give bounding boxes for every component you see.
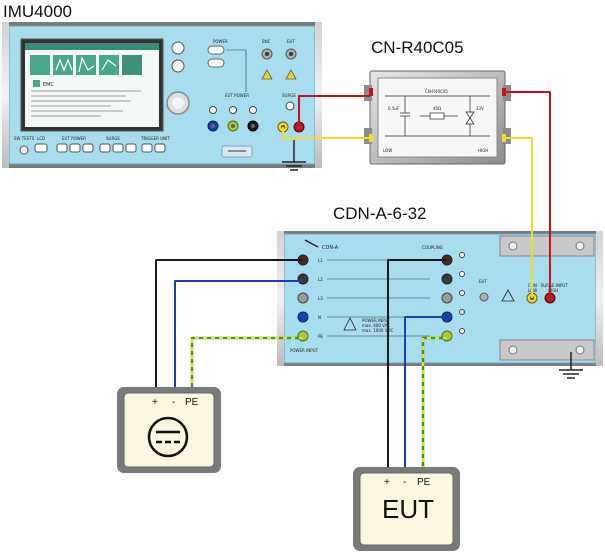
cdn-in-n <box>297 311 309 323</box>
cdn-line-pe: PE <box>318 334 323 339</box>
btn-label-surge: SURGE <box>106 136 120 141</box>
cn-r40c05-device: CN-R40C05 0.5uF 40Ω 33V LOW HIGH <box>364 70 511 165</box>
cn-cap-label: 0.5uF <box>388 106 400 111</box>
cn-low-label: LOW <box>383 148 392 153</box>
cdn-in-pe <box>297 330 309 342</box>
source-pe: PE <box>185 397 199 408</box>
cdn-coupling-label: CDN · SURGE INPUT <box>528 283 568 288</box>
btn-label-eut-power: EUT POWER <box>62 136 86 141</box>
cdn-line-labels: L1 L2 L3 N PE <box>318 258 323 339</box>
wire-blue-source-n <box>174 280 303 390</box>
cdn-input-label: POWER INPUT <box>290 348 319 353</box>
eut-box: + - PE EUT <box>353 467 460 551</box>
cdn-label: CDN-A-6-32 <box>333 204 427 223</box>
cdn-coupling-header: COUPLING <box>422 245 443 250</box>
wire-red-imu-cn <box>298 95 370 127</box>
surge-label: SURGE <box>282 93 296 98</box>
cn-high-label: HIGH <box>478 148 488 153</box>
cdn-ground-symbol <box>559 352 583 379</box>
eut-top-label: EUT <box>287 39 295 44</box>
wires <box>155 91 551 470</box>
cdn-line-l2: L2 <box>318 277 323 282</box>
screen-title: EMC <box>43 82 54 88</box>
wire-blue-cdn-eut <box>404 316 447 470</box>
imu-label: IMU4000 <box>3 2 72 21</box>
imu4000-device: EMC POWER BNC EUT EUT POWER <box>2 22 322 171</box>
cdn-coupling-high: HIGH <box>548 288 558 293</box>
cdn-line-l3: L3 <box>318 296 323 301</box>
power-label: POWER <box>213 39 228 44</box>
cn-res-label: 40Ω <box>433 106 441 111</box>
cdn-eut-label: EUT <box>479 279 487 284</box>
cdn-out-pe <box>441 330 453 342</box>
source-minus: - <box>172 397 175 408</box>
cdn-warning-3: max. 1000 VDC <box>362 328 394 333</box>
cdn-a-6-32-device: CDN-A COUPLING L1 L2 L3 N PE POWER INPUT <box>277 231 603 379</box>
cn-label: CN-R40C05 <box>371 38 464 57</box>
cdn-out-l2 <box>441 273 453 285</box>
source-plus: + <box>152 397 158 408</box>
wire-red-cn-cdn <box>505 91 551 298</box>
cdn-line-l1: L1 <box>318 258 323 263</box>
eut-minus: - <box>403 477 406 488</box>
imu-bottom-controls: SW TESTS LCD EUT POWER SURGE TRIGGER UNI… <box>14 136 170 155</box>
bnc-label: BNC <box>262 39 271 44</box>
cdn-in-l2 <box>297 273 309 285</box>
cdn-in-l3 <box>297 292 309 304</box>
btn-label-sw: SW TESTS <box>14 136 35 141</box>
cn-panel-title: CN-R40C05 <box>425 89 448 94</box>
wire-yellow-imu-cn <box>282 127 370 139</box>
cdn-logo: CDN-A <box>322 245 339 251</box>
cdn-out-l3 <box>441 292 453 304</box>
dc-source-icon <box>147 416 189 458</box>
cn-volt-label: 33V <box>476 106 484 111</box>
btn-label-lcd: LCD <box>37 136 45 141</box>
start-button <box>171 41 185 55</box>
eut-pe: PE <box>417 477 431 488</box>
cdn-line-n: N <box>318 315 321 320</box>
wire-black-source-l1 <box>155 259 303 390</box>
wire-black-cdn-eut <box>387 259 447 470</box>
stop-button <box>171 59 185 73</box>
eut-title: EUT <box>382 494 434 524</box>
imu-ground-symbol <box>282 140 306 171</box>
btn-label-trigger: TRIGGER UNIT <box>140 136 170 141</box>
eut-plus: + <box>384 477 390 488</box>
cdn-warning-1: POWER INPUT <box>362 318 391 323</box>
cdn-warning-2: max. 400 VAC <box>362 323 390 328</box>
eut-power-label: EUT POWER <box>225 93 249 98</box>
power-source: + - PE <box>117 387 221 473</box>
wire-yellow-cn-cdn <box>505 137 533 298</box>
